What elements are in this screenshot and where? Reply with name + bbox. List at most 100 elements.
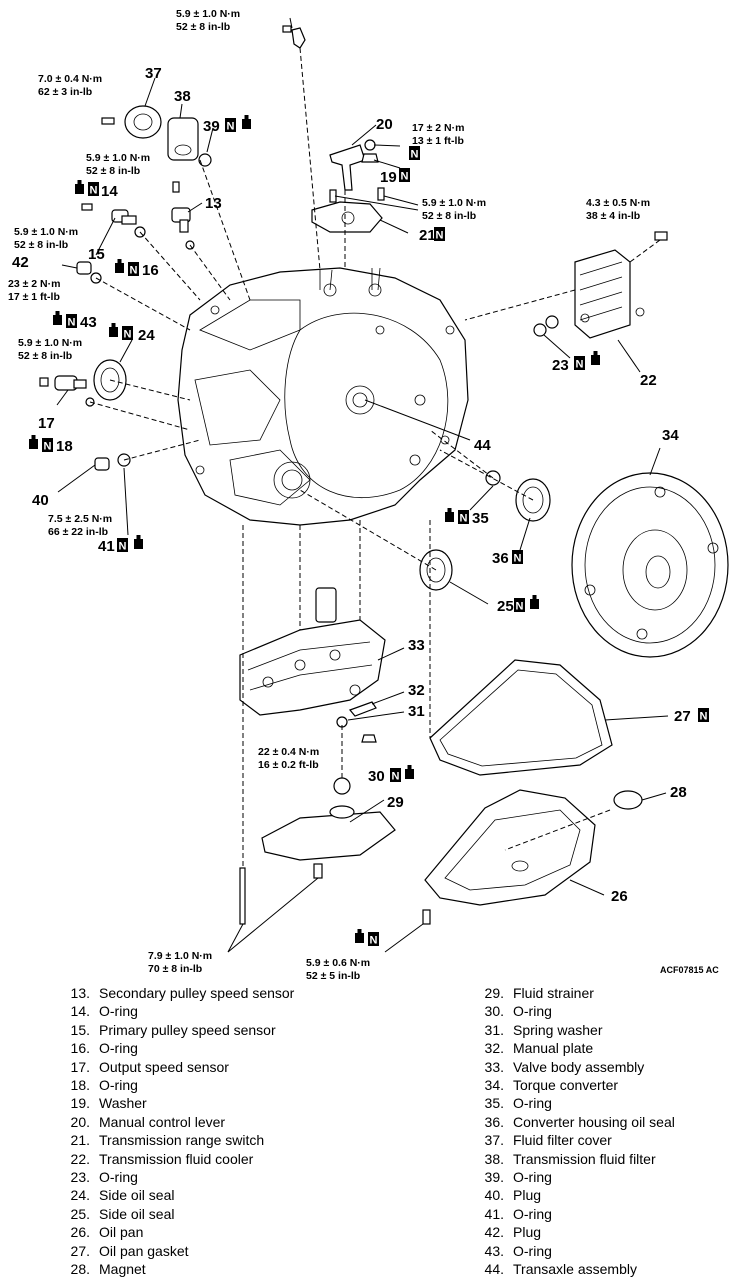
legend-item: 31.Spring washer [476,1021,675,1039]
oil-pan-gasket [429,659,613,776]
legend-item-number: 44. [484,1261,504,1278]
legend-item: 36.Converter housing oil seal [476,1113,675,1131]
legend-item: 34. Torque converter [476,1076,675,1094]
callout-14: 14 [101,183,118,200]
transmission-fluid-filter [167,117,199,161]
plug-40 [94,457,110,471]
legend-item: 14. O-ring [62,1002,294,1020]
legend-item-number: 25. [70,1205,90,1222]
torque-42-1: 23 ± 2 N·m [8,278,60,290]
legend-item-number: 22. [70,1150,90,1167]
legend-item: 20.Manual control lever [62,1113,294,1131]
torque-pan-drain-1: 5.9 ± 0.6 N·m [306,957,370,969]
torque-pan-bolt-1: 7.9 ± 1.0 N·m [148,950,212,962]
plug-42 [76,261,92,275]
callout-31: 31 [408,703,425,720]
transmission-range-switch [311,201,383,233]
output-speed-sensor [54,375,87,391]
legend-item-name: Transmission fluid cooler [99,1150,254,1167]
alignment-lines [89,47,661,868]
callout-18: 18 [56,438,73,455]
legend-item: 41. O-ring [476,1205,675,1223]
legend-item-name: Side oil seal [99,1187,175,1204]
primary-pulley-speed-sensor [111,209,137,225]
leader-lines [56,17,669,953]
legend-item: 15.Primary pulley speed sensor [62,1021,294,1039]
torque-top-2: 52 ± 8 in-lb [176,21,230,33]
o-ring-23b [545,315,559,329]
callout-20: 20 [376,116,393,133]
figure-id: ACF07815 AC [660,965,719,975]
callout-44: 44 [474,437,491,454]
torque-37-2: 62 ± 3 in-lb [38,86,92,98]
legend-item-name: Manual control lever [99,1113,226,1130]
legend-item-name: Washer [99,1095,147,1112]
callout-29: 29 [387,794,404,811]
legend-item: 19.Washer [62,1094,294,1112]
manual-control-lever [329,144,366,191]
callout-40: 40 [32,492,49,509]
torque-top-1: 5.9 ± 1.0 N·m [176,8,240,20]
callout-35: 35 [472,510,489,527]
legend-item: 24.Side oil seal [62,1186,294,1204]
legend-item: 43.O-ring [476,1242,675,1260]
legend-item: 13.Secondary pulley speed sensor [62,984,295,1002]
bracket-top [291,27,306,49]
legend-item-number: 14. [70,1003,90,1020]
legend-item: 17.Output speed sensor [62,1058,294,1076]
legend-item-number: 31. [484,1021,504,1038]
callout-16: 16 [142,262,159,279]
legend-item-name: Side oil seal [99,1205,175,1222]
legend-item-name: O-ring [513,1169,552,1186]
legend-item-name: Transmission range switch [99,1132,265,1149]
fluid-filter-cover [101,105,162,139]
legend-item-name: Torque converter [513,1077,619,1094]
callout-22: 22 [640,372,657,389]
callout-23: 23 [552,357,569,374]
legend-item: 35.O-ring [476,1094,675,1112]
torque-15-1: 5.9 ± 1.0 N·m [14,226,78,238]
torque-15-2: 52 ± 8 in-lb [14,239,68,251]
torque-31-1: 22 ± 0.4 N·m [258,746,319,758]
torque-17-2: 52 ± 8 in-lb [18,350,72,362]
legend-item-name: O-ring [513,1205,552,1222]
exploded-view-diagram: N [8,8,729,980]
transaxle-assembly [177,267,469,526]
callout-15: 15 [88,246,105,263]
callout-17: 17 [38,415,55,432]
o-ring-23a [533,323,547,337]
callout-27: 27 [674,708,691,725]
legend-item-number: 40. [484,1187,504,1204]
legend-item-name: Magnet [99,1261,146,1278]
torque-19-1: 17 ± 2 N·m [412,122,464,134]
torque-13-2: 52 ± 8 in-lb [86,165,140,177]
callout-labels: 13 14 15 16 17 18 19 20 21 22 23 24 25 2… [12,65,691,905]
legend-item-number: 30. [484,1003,504,1020]
legend-item-name: O-ring [99,1003,138,1020]
legend-item: 42.Plug [476,1223,675,1241]
legend-item-number: 34. [484,1077,504,1094]
legend-item-name: Output speed sensor [99,1058,229,1075]
legend-item-number: 29. [484,985,504,1001]
legend-item-number: 21. [70,1132,90,1149]
legend-item: 18.O-ring [62,1076,294,1094]
legend-item-number: 28. [70,1261,90,1278]
legend-item-number: 41. [484,1205,504,1222]
legend-item-number: 43. [484,1242,504,1259]
legend-item: 21. Transmission range switch [62,1131,294,1149]
torque-21-1: 5.9 ± 1.0 N·m [422,197,486,209]
legend-item-number: 37. [484,1132,504,1149]
legend-item: 29.Fluid strainer [476,984,675,1002]
torque-42-2: 17 ± 1 ft-lb [8,291,60,303]
legend-item: 30.O-ring [476,1002,675,1020]
torque-pan-bolt-2: 70 ± 8 in-lb [148,963,202,975]
torque-17-1: 5.9 ± 1.0 N·m [18,337,82,349]
torque-21-2: 52 ± 8 in-lb [422,210,476,222]
callout-26: 26 [611,888,628,905]
legend-item-number: 26. [70,1224,90,1241]
legend-item-name: Plug [513,1187,542,1204]
manual-plate [348,701,377,717]
legend-item: 44.Transaxle assembly [476,1260,675,1278]
magnet [613,790,643,810]
